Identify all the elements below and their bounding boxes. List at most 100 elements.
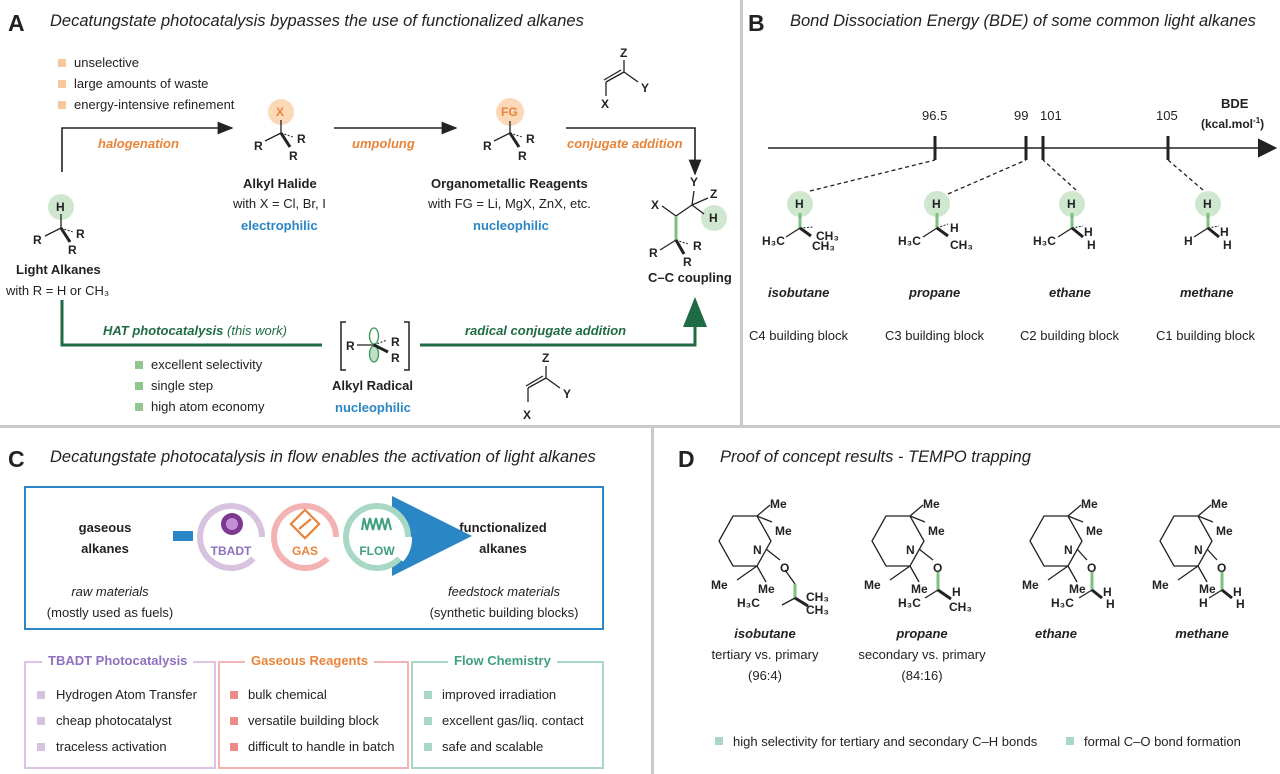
alkyl-halide-label: Alkyl Halide [243,176,317,191]
svg-text:Z: Z [710,187,717,201]
bullet-purple [37,743,45,751]
alkyl-radical-label: Alkyl Radical [332,378,413,393]
alkyl-halide-structure: X R R R [254,99,306,163]
label-umpolung: umpolung [352,136,415,151]
light-alkane-structure: H R R R [33,194,85,257]
arrow-radical [420,297,707,347]
svg-text:X: X [651,198,659,212]
svg-text:CH₃: CH₃ [949,600,972,614]
svg-text:X: X [601,97,609,111]
bde-axis-unit: (kcal.mol-1) [1201,116,1265,131]
gaseous-item-2: versatile building block [248,713,379,728]
acceptor-top-structure: Z Y X [601,46,649,111]
advantage-1: excellent selectivity [151,357,263,372]
svg-text:R: R [33,233,42,247]
advantage-2: single step [151,378,214,393]
result-line1-propane: secondary vs. primary [858,647,986,662]
ethane-structure: H H₃C H H [1033,191,1096,252]
isobutane-structure: H H₃C CH₃ CH₃ [762,191,839,253]
svg-text:Me: Me [1086,524,1103,538]
svg-text:Me: Me [1069,582,1086,596]
result-line2-propane: (84:16) [901,668,943,683]
svg-text:Z: Z [620,46,627,60]
svg-text:R: R [391,335,400,349]
alkyl-halide-sub: with X = Cl, Br, I [233,196,326,211]
flow-item-3: safe and scalable [442,739,544,754]
tempo-isobutane-structure: Me Me N O Me Me H₃C CH₃ CH₃ [711,497,829,617]
cc-coupling-label: C–C coupling [648,270,732,285]
result-name-methane: methane [1175,626,1229,641]
tbadt-item-1: Hydrogen Atom Transfer [56,687,197,702]
raw-materials-sub: (mostly used as fuels) [46,605,174,620]
svg-text:N: N [1064,543,1073,557]
svg-text:Y: Y [563,387,571,401]
acceptor-bottom-structure: Z Y X [523,351,571,422]
result-name-propane: propane [896,626,948,641]
bullet-orange [58,101,66,109]
svg-text:X: X [276,105,284,119]
svg-text:H: H [709,211,718,225]
organometallic-sub: with FG = Li, MgX, ZnX, etc. [428,196,591,211]
functionalized-label-2: alkanes [479,541,527,556]
nucleophilic-label: nucleophilic [473,218,549,233]
svg-text:H: H [1067,197,1076,211]
svg-text:GAS: GAS [292,544,318,558]
bde-name-methane: methane [1180,285,1234,300]
alkyl-radical-structure: R R R [346,327,400,365]
tbadt-box-title: TBADT Photocatalysis [42,653,194,668]
radical-nucleophilic-label: nucleophilic [335,400,411,415]
label-hat-photocatalysis: HAT photocatalysis (this work) [103,323,287,338]
panel-c-label: C [8,446,25,472]
gaseous-item-1: bulk chemical [248,687,327,702]
svg-text:FLOW: FLOW [359,544,395,558]
feedstock-label: feedstock materials [448,584,560,599]
svg-text:FG: FG [501,105,518,119]
raw-materials-label: raw materials [71,584,149,599]
svg-text:H: H [932,197,941,211]
svg-text:N: N [753,543,762,557]
flow-item-1: improved irradiation [442,687,557,702]
bde-name-isobutane: isobutane [768,285,830,300]
flow-box-title: Flow Chemistry [448,653,557,668]
bullet-green [135,403,143,411]
svg-text:R: R [254,139,263,153]
propane-structure: H H₃C H CH₃ [898,191,973,252]
bde-block-c4: C4 building block [749,328,849,343]
svg-text:CH₃: CH₃ [950,238,973,252]
svg-text:H₃C: H₃C [1033,234,1056,248]
methane-structure: H H H H [1184,191,1232,252]
tempo-propane-structure: Me Me N O Me Me H₃C H CH₃ [864,497,972,614]
drawback-3: energy-intensive refinement [74,97,235,112]
svg-text:Me: Me [1081,497,1098,511]
tbadt-item-3: traceless activation [56,739,167,754]
svg-text:H: H [1236,597,1245,611]
bullet-pink [230,717,238,725]
bde-tick-105: 105 [1156,108,1178,123]
bullet-purple [37,691,45,699]
svg-text:Me: Me [864,578,881,592]
bullet-pink [230,691,238,699]
organometallic-structure: FG R R R [483,98,535,163]
svg-text:H₃C: H₃C [762,234,785,248]
svg-text:N: N [1194,543,1203,557]
advantage-3: high atom economy [151,399,265,414]
bullet-teal [715,737,723,745]
svg-text:Me: Me [770,497,787,511]
drawback-2: large amounts of waste [74,76,209,91]
light-alkanes-label: Light Alkanes [16,262,101,277]
divider-vertical-top [740,0,743,425]
svg-text:R: R [391,351,400,365]
svg-text:R: R [346,339,355,353]
panel-b-title: Bond Dissociation Energy (BDE) of some c… [790,12,1256,30]
result-name-isobutane: isobutane [734,626,796,641]
svg-text:H: H [1223,238,1232,252]
svg-text:Y: Y [641,81,649,95]
bullet-teal [424,717,432,725]
svg-text:CH₃: CH₃ [806,590,829,604]
bde-name-ethane: ethane [1049,285,1091,300]
arrow-halogenation [61,121,234,172]
svg-text:O: O [1087,561,1096,575]
panel-d-label: D [678,446,695,472]
bullet-purple [37,717,45,725]
